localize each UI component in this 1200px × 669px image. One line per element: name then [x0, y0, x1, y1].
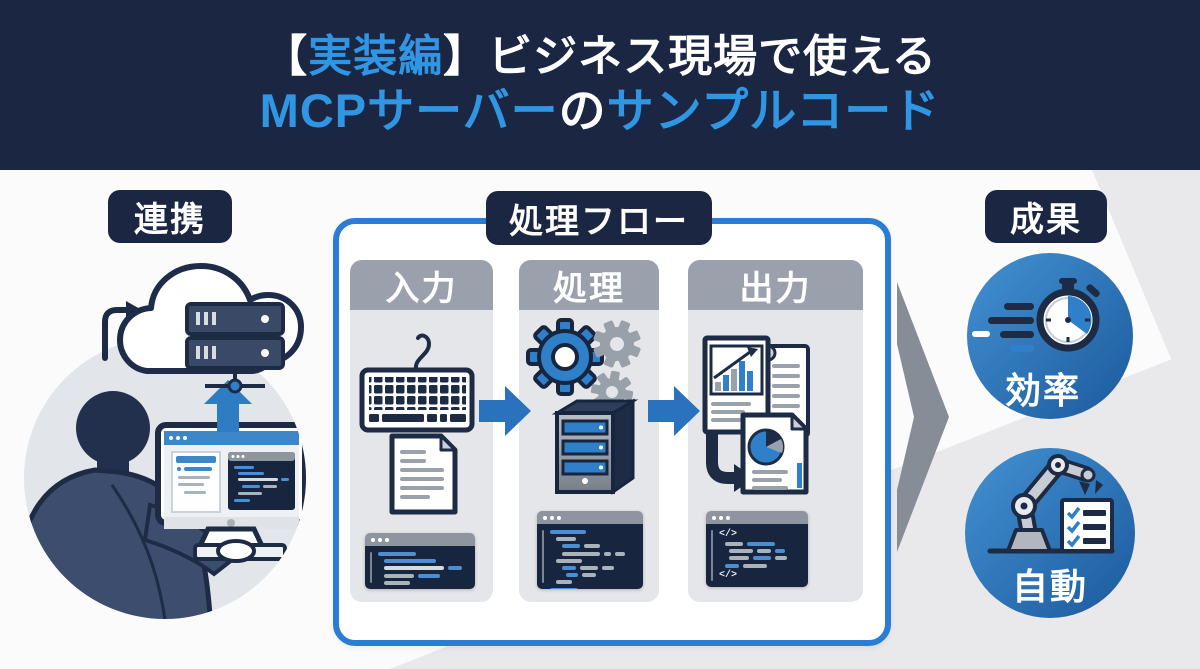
code-window-process — [537, 511, 643, 589]
column-output-header: 出力 — [688, 260, 863, 310]
automation-label: 自動 — [1012, 566, 1089, 607]
code-tag-close: </> — [719, 569, 738, 581]
illustration-backdrop-circle — [24, 337, 306, 619]
title-line-1: 【実装編】ビジネス現場で使える — [263, 32, 937, 83]
efficiency-label: 効率 — [1005, 370, 1082, 411]
code-window-body: </> </> — [706, 524, 808, 587]
code-tag-open: </> — [719, 529, 738, 540]
collaboration-badge: 連携 — [108, 190, 232, 243]
header-banner: 【実装編】ビジネス現場で使える MCPサーバーのサンプルコード — [0, 0, 1200, 170]
title-bracket-close: 】 — [443, 31, 489, 81]
title-mcp-server: MCPサーバー — [259, 84, 559, 138]
code-window-input — [365, 533, 475, 589]
column-process-header: 処理 — [519, 260, 659, 310]
code-window-titlebar — [365, 533, 475, 546]
title-line-2: MCPサーバーのサンプルコード — [260, 84, 941, 138]
title-sample-code: サンプルコード — [606, 84, 941, 138]
code-window-titlebar — [537, 511, 643, 524]
title-bracket-open: 【 — [263, 31, 309, 81]
column-input-header: 入力 — [350, 260, 493, 310]
process-flow-badge: 処理フロー — [486, 191, 712, 245]
title-edition: 実装編 — [308, 31, 444, 81]
code-window-body — [365, 546, 475, 589]
code-window-output: </> </> — [706, 511, 808, 587]
code-window-titlebar — [706, 511, 808, 524]
title-main: ビジネス現場で使える — [488, 31, 937, 81]
code-window-body — [537, 524, 643, 589]
title-no: の — [558, 84, 607, 138]
big-arrow-icon — [897, 282, 949, 552]
results-badge: 成果 — [985, 190, 1107, 243]
